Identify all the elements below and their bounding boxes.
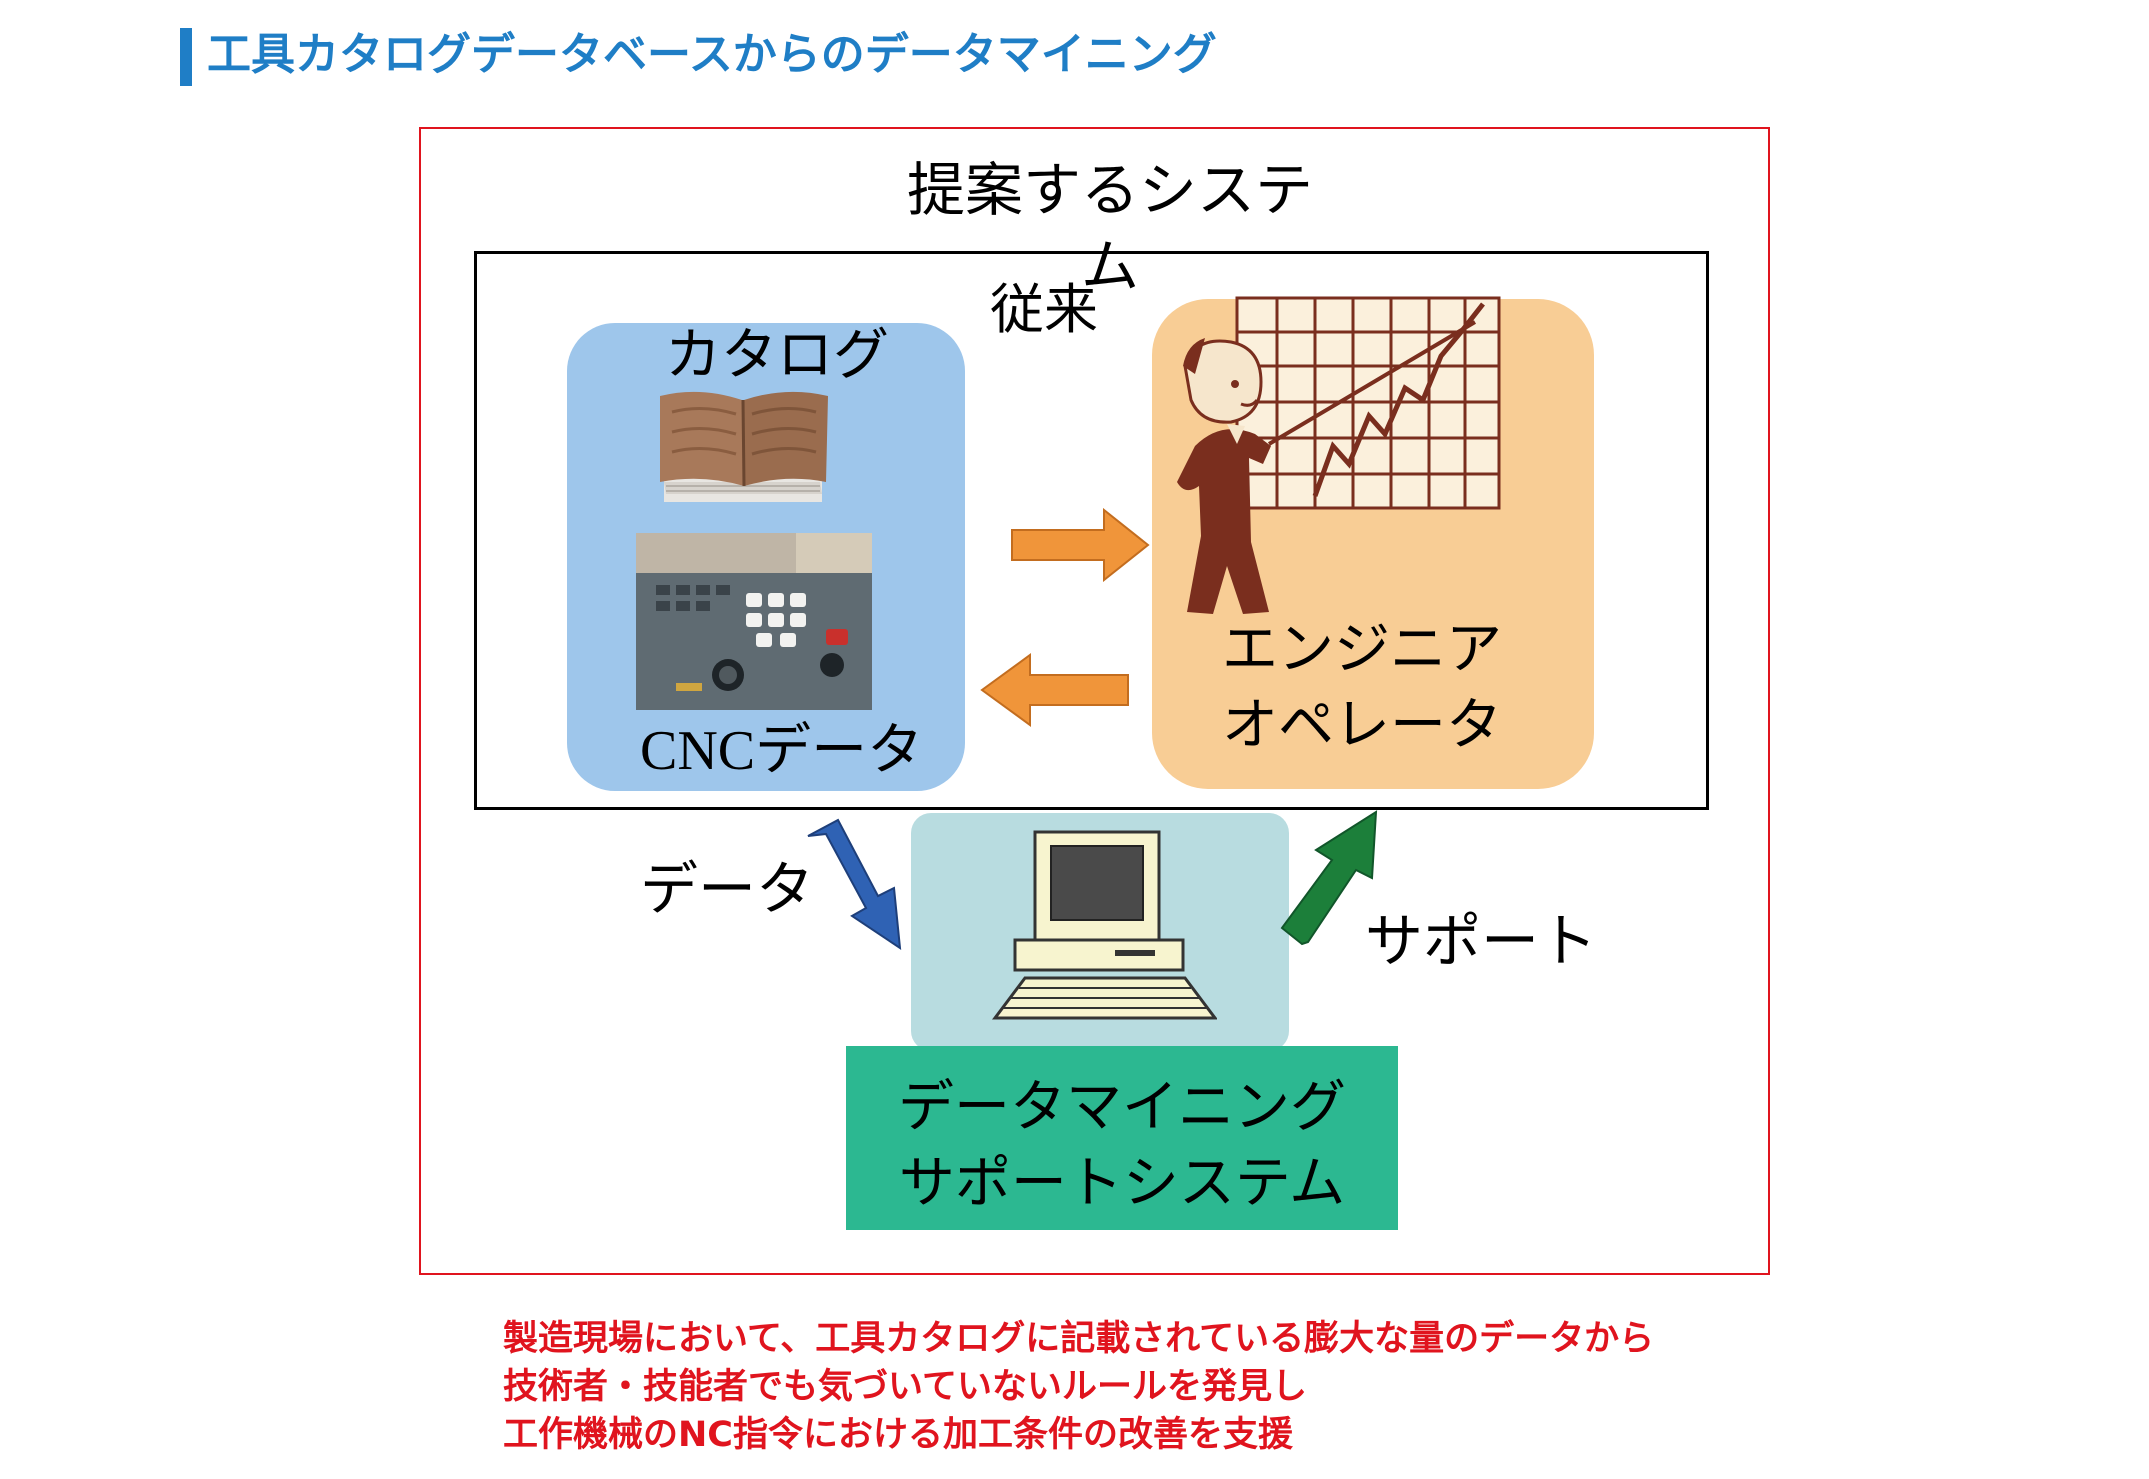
title-accent-bar [180, 28, 192, 86]
page-title: 工具カタログデータベースからのデータマイニング [207, 29, 1217, 80]
arrow-right-to-engineer [1011, 508, 1150, 582]
support-system-label: サポートシステム [898, 1151, 1346, 1216]
conventional-frame [474, 251, 1709, 810]
engineer-label-line: エンジニア [1222, 617, 1502, 682]
caption-line: 製造現場において、工具カタログに記載されている膨大な量のデータから [503, 1319, 1655, 1359]
data-mining-label: データマイニング [898, 1075, 1346, 1140]
caption-line: 技術者・技能者でも気づいていないルールを発見し [503, 1367, 1307, 1407]
engineer-operator-label: エンジニア オペレータ [1222, 612, 1502, 764]
cnc-control-panel-image [636, 533, 872, 710]
arrow-left-to-catalog [980, 653, 1129, 727]
engineer-presenting-chart-illustration [1177, 296, 1501, 614]
data-mining-support-system-box [846, 1046, 1398, 1230]
conventional-label: 従来 [990, 278, 1098, 341]
data-label: データ [640, 855, 815, 923]
cnc-data-label: CNCデータ [640, 720, 924, 782]
proposed-system-frame [419, 127, 1770, 1275]
computer-icon [992, 830, 1217, 1020]
catalog-book-icon [660, 391, 828, 502]
catalog-label: カタログ [665, 323, 889, 388]
support-label: サポート [1365, 907, 1598, 975]
arrow-support-up [1280, 810, 1378, 946]
arrow-data-down [807, 818, 902, 950]
operator-label-line: オペレータ [1222, 693, 1502, 758]
proposed-system-title: 提案するシステム [906, 156, 1313, 300]
caption-line: 工作機械のNC指令における加工条件の改善を支援 [503, 1415, 1293, 1455]
